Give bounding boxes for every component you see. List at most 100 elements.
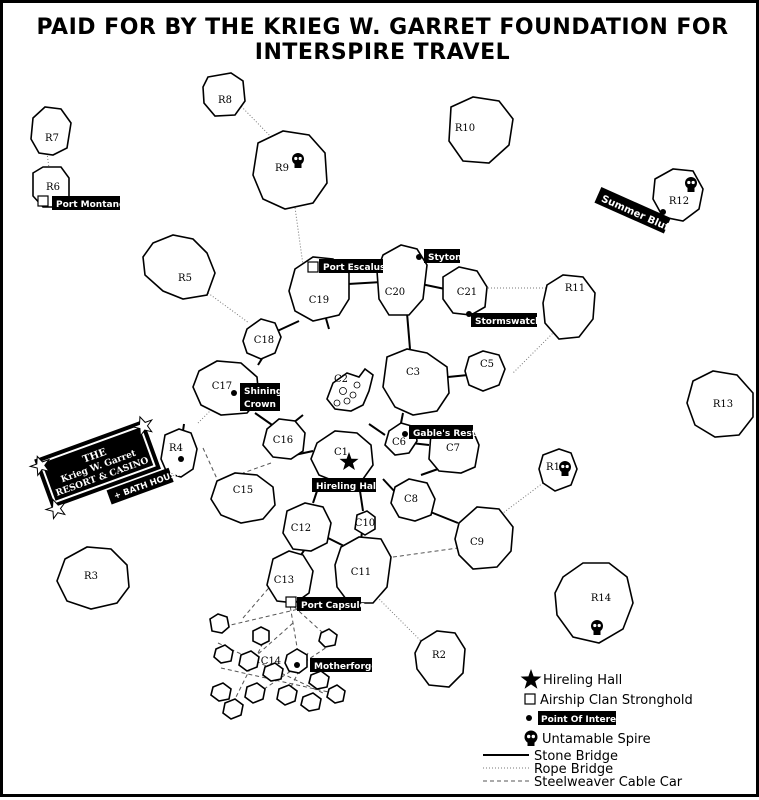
svg-text:Stormswatch: Stormswatch: [475, 317, 542, 327]
island-c18: C18: [242, 318, 282, 360]
legend-poi-tag: Point Of Interest: [538, 711, 626, 725]
tag-motherforge: Motherforge: [310, 658, 377, 672]
svg-text:C11: C11: [351, 567, 371, 578]
legend-dot-icon: [526, 715, 532, 721]
casino-star-icon: [131, 415, 154, 438]
legend-skull-icon: [524, 730, 538, 746]
svg-text:C2: C2: [334, 374, 348, 385]
svg-text:C18: C18: [254, 335, 274, 346]
island-c14: C14: [209, 613, 346, 720]
point-of-interest-icon: [660, 209, 666, 215]
airship-stronghold-icon: [307, 261, 319, 273]
svg-text:C8: C8: [404, 494, 418, 505]
island-r13: R13: [686, 370, 754, 438]
svg-text:C6: C6: [392, 437, 406, 448]
svg-text:Port Capsule: Port Capsule: [301, 601, 366, 611]
svg-text:Motherforge: Motherforge: [314, 662, 377, 672]
svg-text:R9: R9: [275, 163, 289, 174]
island-c11: C11: [334, 536, 392, 604]
island-c9: C9: [454, 506, 514, 570]
island-r10: R10: [448, 96, 514, 164]
svg-text:Point Of Interest: Point Of Interest: [541, 715, 626, 725]
svg-text:C20: C20: [385, 287, 405, 298]
svg-text:R8: R8: [218, 95, 232, 106]
skull-icon: [292, 153, 304, 168]
point-of-interest-icon: [178, 456, 184, 462]
tag-shining-crown: Shining Crown: [240, 383, 282, 411]
svg-text:R2: R2: [432, 650, 446, 661]
svg-text:Rope Bridge: Rope Bridge: [534, 762, 613, 777]
svg-text:Port Escalus: Port Escalus: [323, 263, 385, 273]
island-c2: C2: [326, 367, 374, 412]
island-r5: R5: [142, 234, 216, 300]
legend-square-icon: [524, 693, 536, 705]
svg-text:R1: R1: [546, 462, 560, 473]
svg-text:Hireling Hall: Hireling Hall: [543, 673, 622, 688]
island-r14: R14: [554, 562, 634, 644]
svg-text:C10: C10: [355, 518, 375, 529]
svg-text:Port Montang: Port Montang: [56, 200, 125, 210]
tag-styton: Styton: [424, 249, 462, 263]
svg-text:C17: C17: [212, 381, 232, 392]
airship-stronghold-icon: [285, 596, 297, 608]
svg-text:C9: C9: [470, 537, 484, 548]
svg-text:Styton: Styton: [428, 253, 462, 263]
point-of-interest-icon: [416, 254, 422, 260]
skull-icon: [591, 620, 603, 635]
casino-star-icon: [44, 498, 67, 520]
tag-hireling-hall: Hireling Hall: [312, 478, 379, 492]
svg-text:R13: R13: [713, 399, 733, 410]
skull-icon: [685, 177, 697, 192]
svg-text:C19: C19: [309, 295, 329, 306]
island-c13: C13: [266, 550, 314, 604]
point-of-interest-icon: [294, 662, 300, 668]
svg-text:Stone Bridge: Stone Bridge: [534, 749, 618, 764]
svg-text:R3: R3: [84, 571, 98, 582]
svg-text:R5: R5: [178, 273, 192, 284]
airship-stronghold-icon: [37, 195, 49, 207]
casino-banner: THE Krieg W. Garret RESORT & CASINO: [28, 415, 161, 520]
svg-text:R11: R11: [565, 283, 585, 294]
island-c12: C12: [282, 502, 332, 552]
point-of-interest-icon: [402, 431, 408, 437]
svg-text:Crown: Crown: [244, 400, 276, 410]
point-of-interest-icon: [466, 311, 472, 317]
point-of-interest-icon: [231, 390, 237, 396]
hireling-hall-star-icon: [339, 452, 359, 470]
svg-text:Shining: Shining: [244, 387, 282, 397]
tag-gables-rest: Gable's Rest: [409, 425, 477, 439]
svg-text:C12: C12: [291, 523, 311, 534]
island-c1: C1: [310, 430, 374, 484]
svg-text:C7: C7: [446, 443, 460, 454]
svg-text:R10: R10: [455, 123, 475, 134]
island-c10: C10: [354, 510, 376, 536]
svg-text:C3: C3: [406, 367, 420, 378]
tag-port-escalus: Port Escalus: [319, 259, 385, 273]
island-r11: R11: [542, 274, 596, 340]
island-c20: C20: [376, 244, 428, 316]
svg-text:Hireling Hall: Hireling Hall: [316, 482, 379, 492]
map-title: PAID FOR BY THE KRIEG W. GARRET FOUNDATI…: [36, 15, 729, 65]
island-c8: C8: [390, 478, 436, 522]
svg-text:C21: C21: [457, 287, 477, 298]
markers: [37, 153, 697, 668]
svg-text:R6: R6: [46, 182, 60, 193]
svg-text:R12: R12: [669, 196, 689, 207]
island-c3: C3: [382, 348, 450, 416]
svg-text:C1: C1: [334, 447, 348, 458]
island-c21: C21: [442, 266, 488, 316]
svg-text:C13: C13: [274, 575, 294, 586]
legend: Hireling Hall Airship Clan Stronghold Po…: [483, 669, 693, 790]
skull-icon: [559, 461, 571, 476]
svg-text:Airship Clan Stronghold: Airship Clan Stronghold: [540, 693, 693, 708]
tag-stormswatch: Stormswatch: [471, 313, 542, 327]
island-c16: C16: [262, 418, 306, 460]
legend-star-icon: [520, 669, 542, 689]
island-c5: C5: [464, 350, 506, 392]
island-r9: R9: [252, 130, 328, 210]
island-r4: R4: [160, 428, 198, 478]
island-r2: R2: [414, 630, 466, 688]
island-c15: C15: [210, 472, 276, 524]
svg-text:R14: R14: [591, 593, 611, 604]
